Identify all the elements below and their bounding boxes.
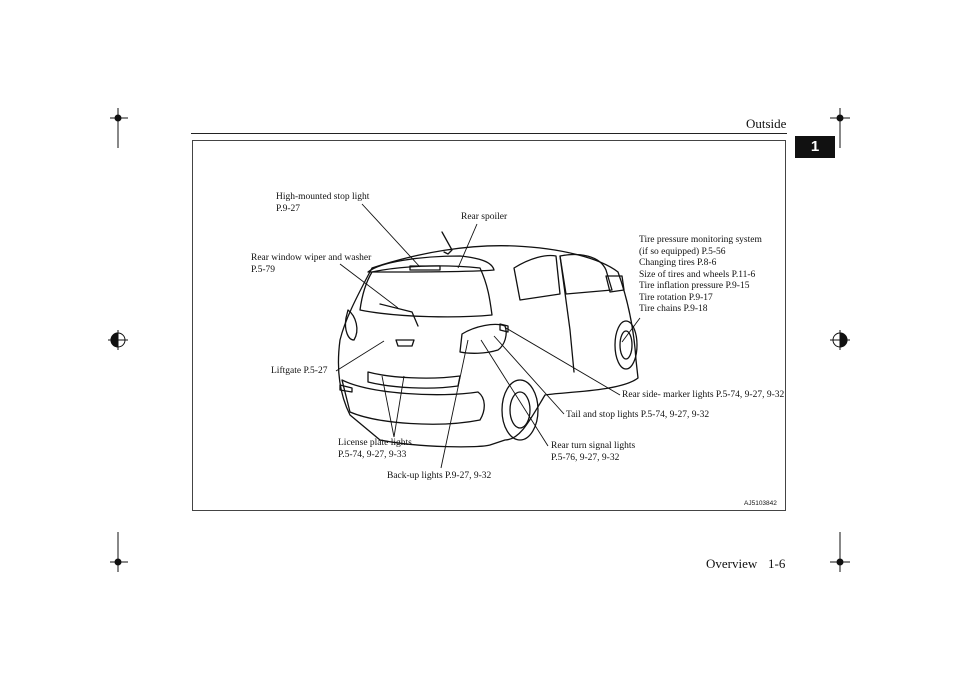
registration-mark-left [108, 330, 128, 350]
crop-mark-top-right [830, 108, 850, 148]
crop-mark-top-left [110, 108, 128, 148]
crop-mark-bottom-right [830, 532, 850, 572]
registration-mark-right [830, 330, 850, 350]
crop-mark-bottom-left [110, 532, 128, 572]
